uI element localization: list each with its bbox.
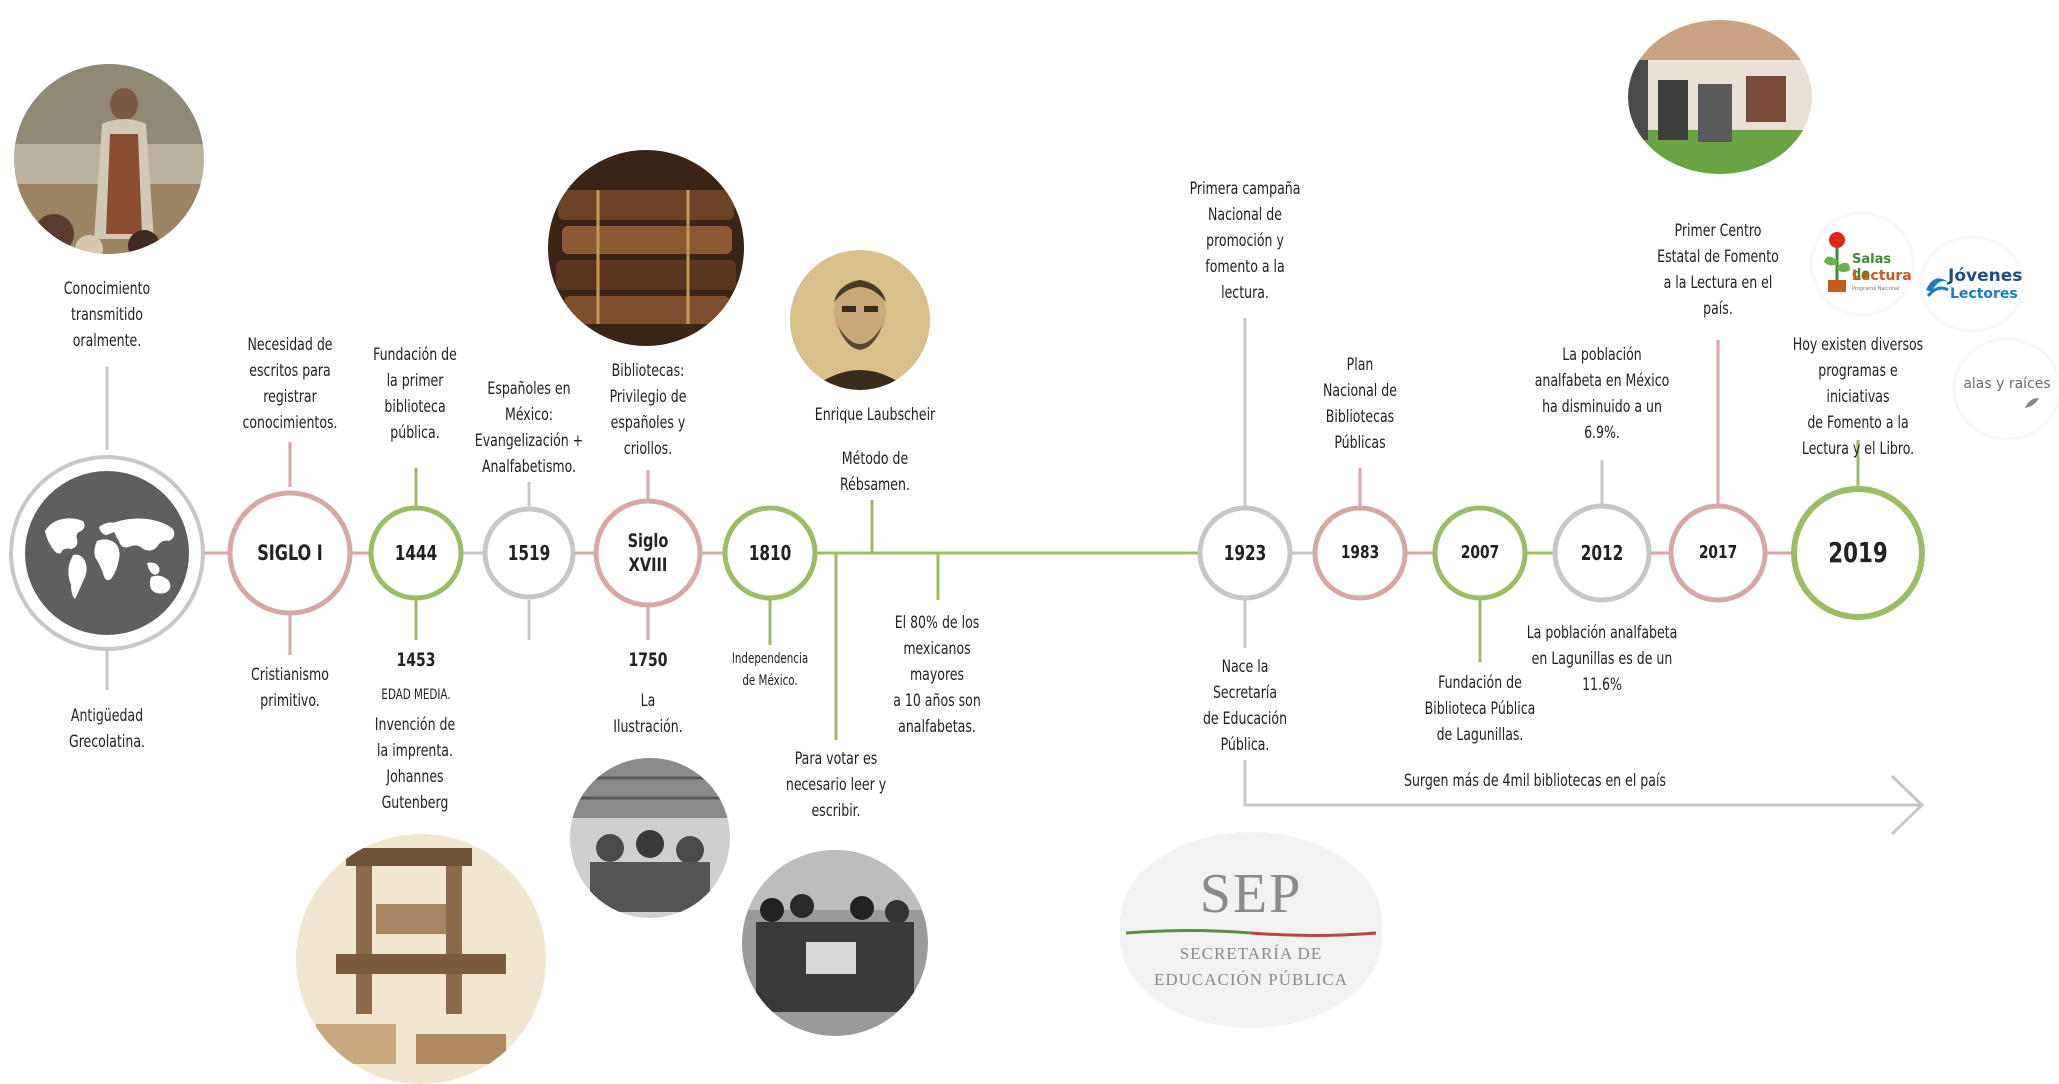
arrow-shaft (1243, 760, 1922, 807)
photo-laubscheir (790, 250, 930, 390)
text-analfabetas80: El 80% de los mexicanos mayores a 10 año… (893, 613, 981, 737)
jovenes-lectores-logo: Jóvenes Lectores (1922, 238, 2022, 330)
node-1983 (1312, 505, 1408, 601)
node-1923 (1197, 505, 1293, 601)
node-label-1983: 1983 (1340, 542, 1380, 563)
node-2019 (1791, 486, 1925, 620)
node-1810 (722, 505, 818, 601)
connectors (105, 318, 1860, 740)
photo-voting (742, 850, 928, 1036)
node-label-1923: 1923 (1223, 541, 1267, 565)
sep-logo: SEP SECRETARÍA DE EDUCACIÓN PÚBLICA (1120, 832, 1382, 1028)
salas-small: Programa Nacional (1852, 286, 1900, 292)
arrow-head (1890, 774, 1925, 836)
text-bibliotecas-privilegio: Bibliotecas: Privilegio de españoles y c… (609, 361, 687, 459)
enlightenment-image (570, 758, 730, 918)
text-conocimiento: Conocimiento transmitido oralmente. (63, 279, 151, 351)
alas-y-raices-logo: alas y raíces (1955, 340, 2059, 438)
plant-icon (1824, 232, 1850, 292)
text-plan: Plan Nacional de Bibliotecas Públicas (1323, 355, 1397, 453)
jovenes-line1: Jóvenes (1948, 266, 2023, 286)
text-cristianismo: Cristianismo primitivo. (251, 665, 329, 711)
sep-line2: EDUCACIÓN PÚBLICA (1153, 970, 1349, 989)
text-independencia: Independencia de México. (731, 651, 809, 689)
old-books-image (548, 150, 744, 346)
text-metodo: Método de Rébsamen. (840, 449, 910, 495)
photo-printing-press (296, 834, 546, 1084)
laubscheir-portrait-image (790, 250, 930, 390)
timeline-nodes (9, 455, 1925, 651)
text-fundacion-biblioteca: Fundación de la primer biblioteca públic… (373, 345, 457, 443)
text-nace-sep: Nace la Secretaría de Educación Pública. (1202, 657, 1288, 755)
node-label-1444: 1444 (394, 541, 438, 565)
reading-room-image (1628, 20, 1812, 174)
world-map-icon (45, 518, 175, 599)
photo-library-reading (1628, 20, 1812, 174)
node-label-1519: 1519 (507, 541, 551, 565)
text-1750: 1750 (628, 649, 668, 671)
sep-stripe (1126, 929, 1376, 937)
node-siglo1 (227, 490, 353, 616)
node-label-siglo1: SIGLO I (257, 541, 323, 565)
sep-line1: SECRETARÍA DE (1179, 944, 1323, 963)
text-antiguedad: Antigüedad Grecolatina. (68, 706, 146, 752)
arrow-right-icon (1243, 760, 1925, 836)
photo-oral-teaching (14, 64, 204, 254)
text-poblacion-lagunillas: La población analfabeta en Lagunillas es… (1526, 623, 1678, 695)
node-1444 (368, 505, 464, 601)
text-1453: 1453 (396, 649, 436, 671)
node-2007 (1432, 505, 1528, 601)
text-campana: Primera campaña Nacional de promoción y … (1189, 179, 1301, 303)
text-centro-estatal: Primer Centro Estatal de Fomento a la Le… (1657, 221, 1779, 319)
text-necesidad: Necesidad de escritos para registrar con… (242, 335, 338, 433)
jovenes-line2: Lectores (1950, 286, 2018, 302)
sep-title: SEP (1199, 863, 1303, 925)
text-poblacion-mexico: La población analfabeta en México ha dis… (1534, 345, 1670, 443)
node-label-2007: 2007 (1460, 542, 1500, 563)
node-label-2019: 2019 (1828, 536, 1888, 569)
node-sigloxviii (593, 498, 703, 608)
node-label-sigloxviii: Siglo XVIII (627, 530, 669, 576)
alas-text: alas y raíces (1963, 376, 2051, 392)
photo-ilustracion (570, 758, 730, 918)
text-laubscheir: Enrique Laubscheir (814, 405, 936, 425)
text-surgen: Surgen más de 4mil bibliotecas en el paí… (1404, 771, 1666, 791)
oral-teaching-image (14, 64, 204, 254)
wave-icon (1926, 278, 1949, 297)
node-label-2017: 2017 (1698, 542, 1738, 563)
leaf-icon (2025, 398, 2039, 408)
node-label-2012: 2012 (1580, 541, 1624, 565)
node-label-1810: 1810 (748, 541, 792, 565)
text-fundacion-lagunillas: Fundación de Biblioteca Pública de Lagun… (1424, 673, 1536, 745)
node-2012 (1552, 503, 1652, 603)
salas-line2: Lectura (1852, 268, 1912, 284)
salas-line1: Salas de (1852, 252, 1892, 282)
text-espanoles: Españoles en México: Evangelización + An… (474, 379, 584, 477)
printing-press-image (296, 834, 546, 1084)
text-edad-media: EDAD MEDIA. (381, 687, 451, 703)
node-2017 (1668, 503, 1768, 603)
photo-old-books (548, 150, 744, 346)
text-hoy-existen: Hoy existen diversos programas e iniciat… (1792, 335, 1924, 459)
text-ilustracion: La Ilustración. (613, 691, 683, 737)
text-votar: Para votar es necesario leer y escribir. (785, 749, 887, 821)
salas-de-lectura-logo: Salas de Lectura Programa Nacional (1812, 214, 1912, 314)
node-1519 (482, 506, 576, 600)
text-imprenta: Invención de la imprenta. Johannes Guten… (374, 715, 456, 813)
voting-image (742, 850, 928, 1036)
